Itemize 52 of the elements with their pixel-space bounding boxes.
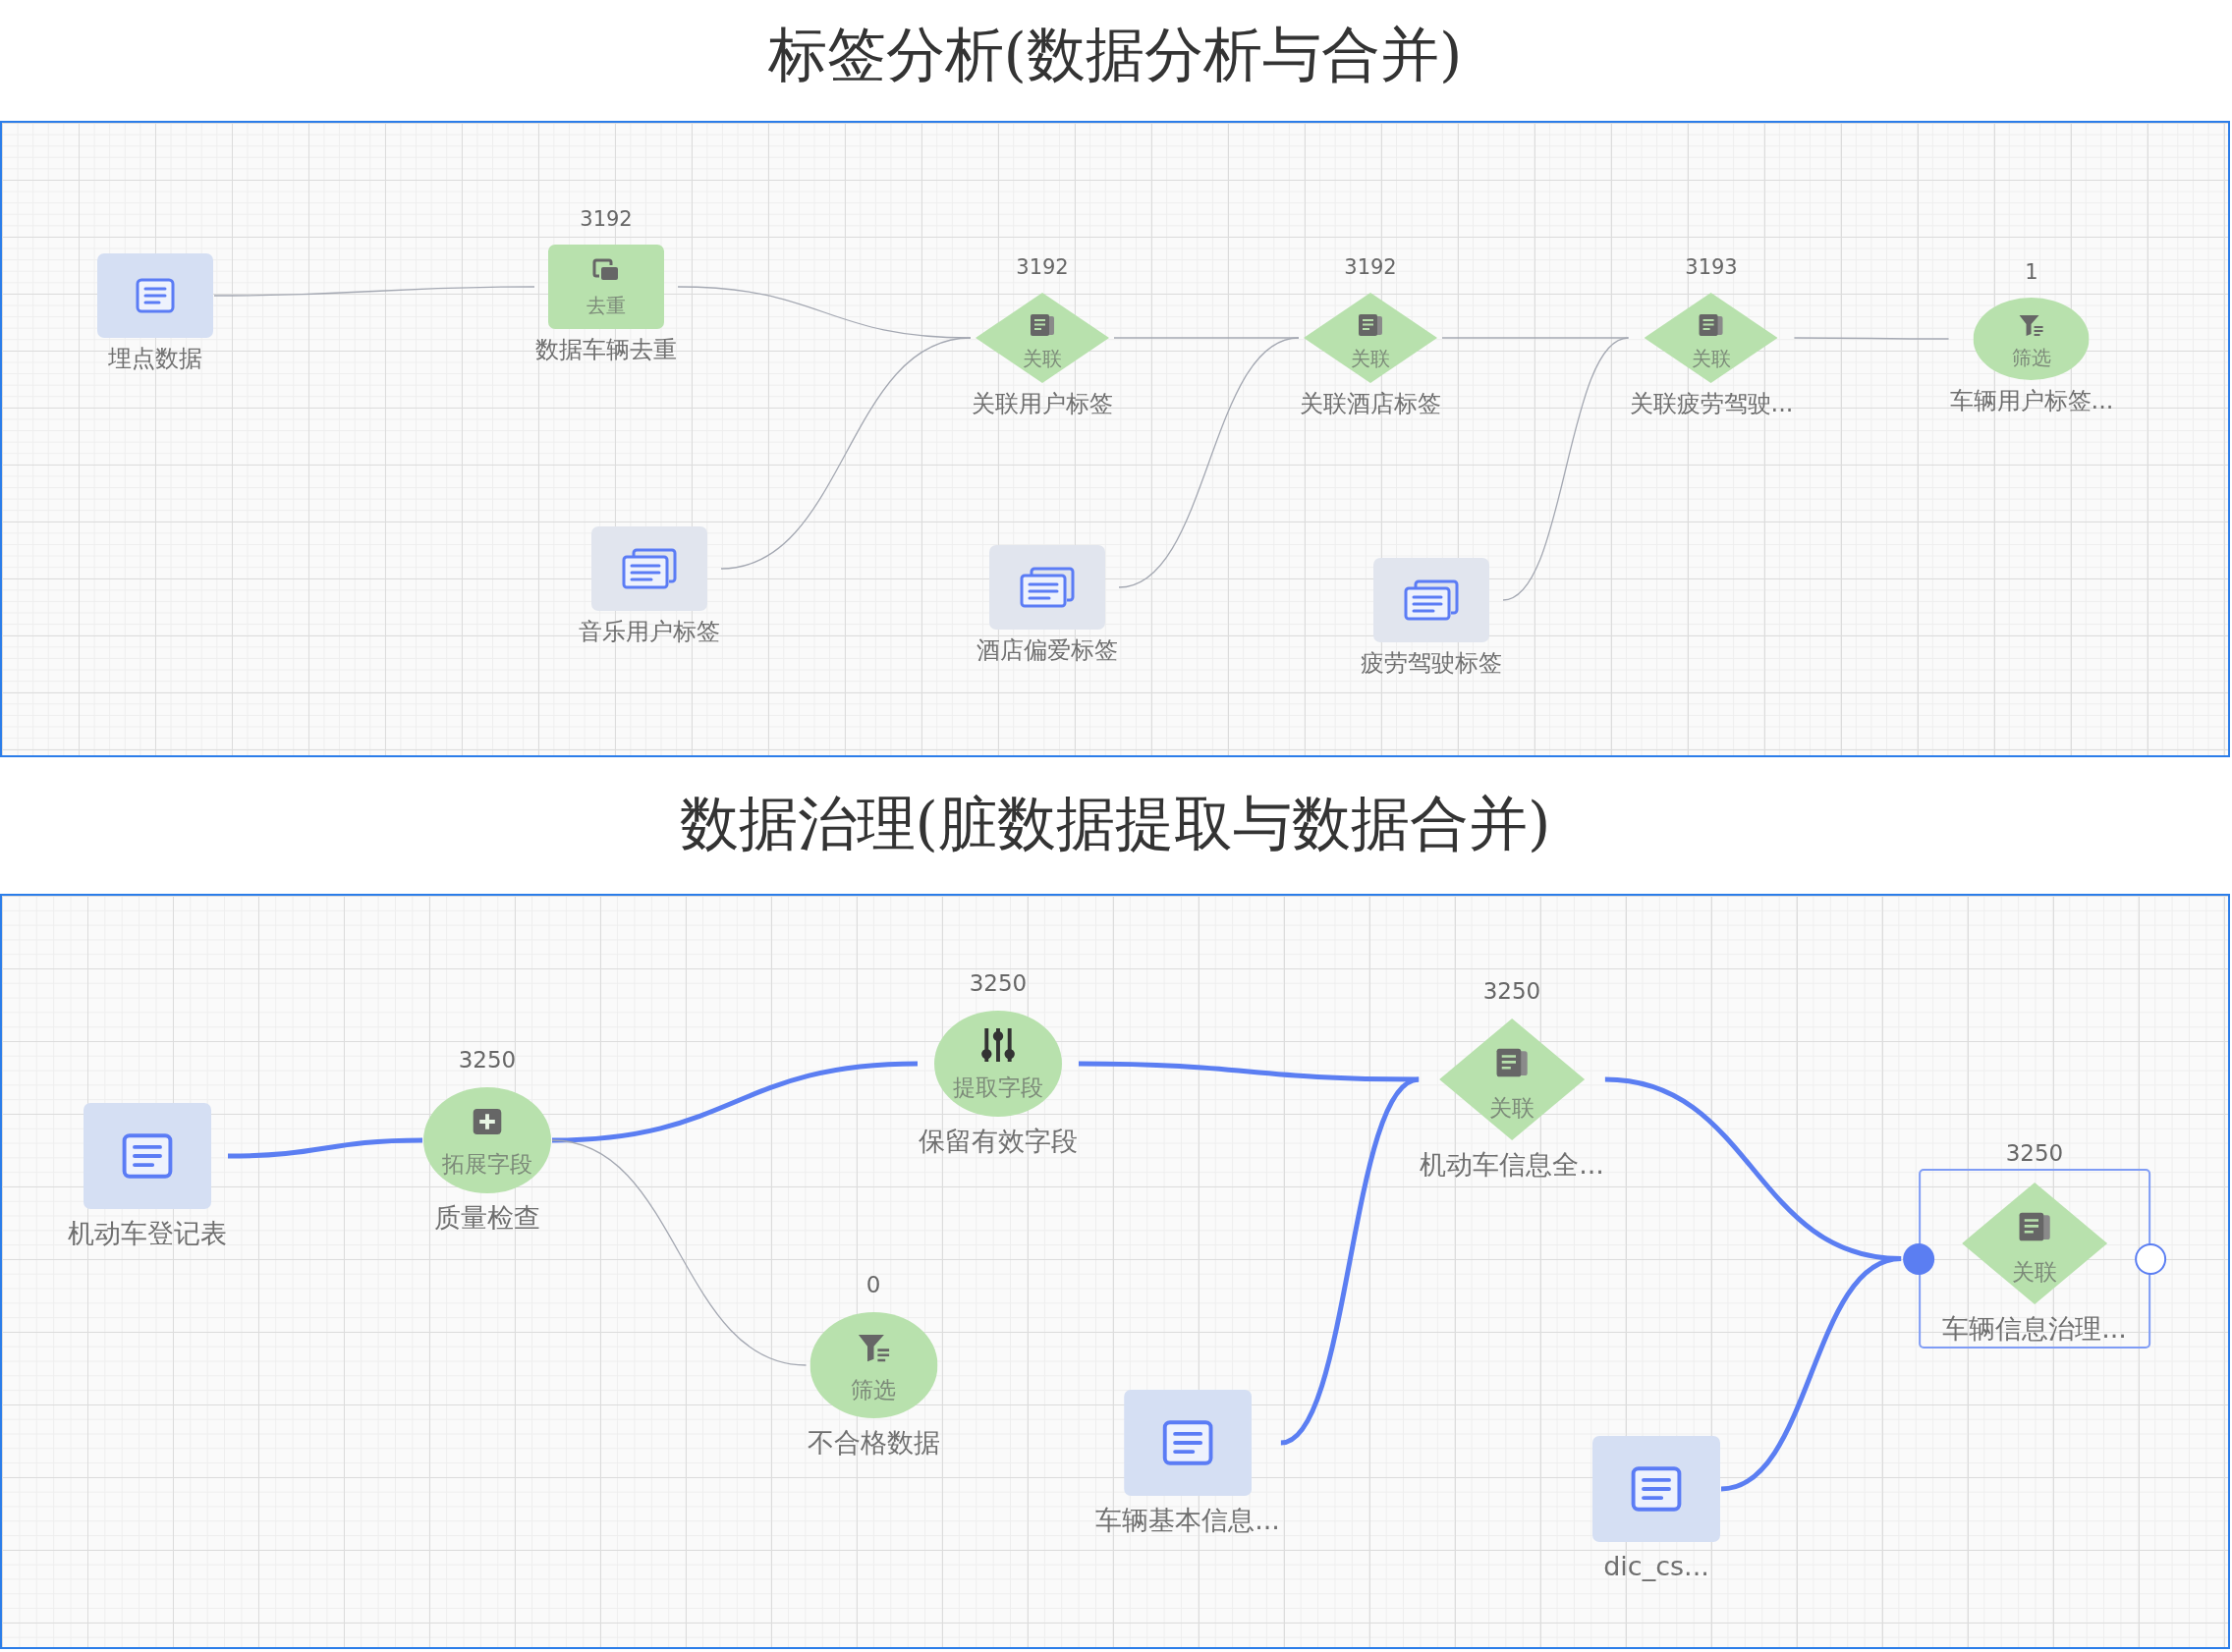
row-count: 0 (865, 1272, 881, 1298)
operator-label: 关联 (1023, 347, 1062, 371)
row-count: 3192 (1016, 255, 1069, 280)
row-count: 3192 (1344, 255, 1397, 280)
row-count: 3192 (580, 207, 633, 232)
operator-label: 关联 (1692, 347, 1731, 371)
node-label: 车辆信息治理... (1942, 1312, 2127, 1345)
row-count: 1 (2025, 260, 2038, 285)
row-count: 3193 (1685, 255, 1738, 280)
connector (1502, 337, 1630, 601)
node-label: 车辆基本信息... (1095, 1504, 1280, 1536)
node-label: 车辆用户标签... (1949, 386, 2114, 415)
node-label: 酒店偏爱标签 (976, 635, 1118, 665)
connector (1113, 337, 1300, 339)
connector (1793, 337, 1950, 340)
operator-label: 拓展字段 (442, 1150, 532, 1178)
row-count: 3250 (1482, 978, 1541, 1005)
node-label: 质量检查 (434, 1201, 540, 1234)
connector (213, 286, 535, 297)
connector (551, 1139, 808, 1366)
node-label: 数据车辆去重 (535, 335, 677, 364)
operator-label: 筛选 (851, 1376, 896, 1404)
operator-label: 关联 (2012, 1258, 2057, 1285)
node-label: 保留有效字段 (919, 1125, 1078, 1157)
node-label: 机动车登记表 (68, 1217, 227, 1249)
connector (1118, 337, 1300, 588)
connector (1720, 1256, 1902, 1492)
node-label: 音乐用户标签 (579, 617, 720, 646)
operator-label: 关联 (1351, 347, 1390, 371)
node-label: 机动车信息全... (1420, 1148, 1604, 1181)
node-label: 埋点数据 (108, 344, 202, 373)
connector (1441, 337, 1630, 339)
node-label: 关联疲劳驾驶... (1629, 389, 1794, 418)
connector (1078, 1061, 1420, 1082)
connector (551, 1061, 919, 1143)
connector (227, 1137, 423, 1159)
operator-label: 关联 (1489, 1094, 1534, 1121)
row-count: 3250 (969, 970, 1028, 997)
node-label: 关联用户标签 (972, 389, 1113, 418)
panel-heading: 数据治理(脏数据提取与数据合并) (679, 788, 1551, 859)
operator-label: 筛选 (2012, 346, 2051, 370)
row-count: 3250 (458, 1047, 517, 1074)
node-label: 疲劳驾驶标签 (1361, 648, 1502, 678)
node-label: 关联酒店标签 (1300, 389, 1441, 418)
operator-label: 去重 (586, 293, 626, 317)
node-label: 不合格数据 (807, 1426, 940, 1459)
operator-label: 提取字段 (953, 1074, 1043, 1101)
panel-heading: 标签分析(数据分析与合并) (767, 19, 1463, 90)
connector (720, 337, 972, 570)
node-label: dic_cs... (1603, 1550, 1709, 1582)
connector (1279, 1076, 1421, 1446)
row-count: 3250 (2005, 1140, 2064, 1167)
